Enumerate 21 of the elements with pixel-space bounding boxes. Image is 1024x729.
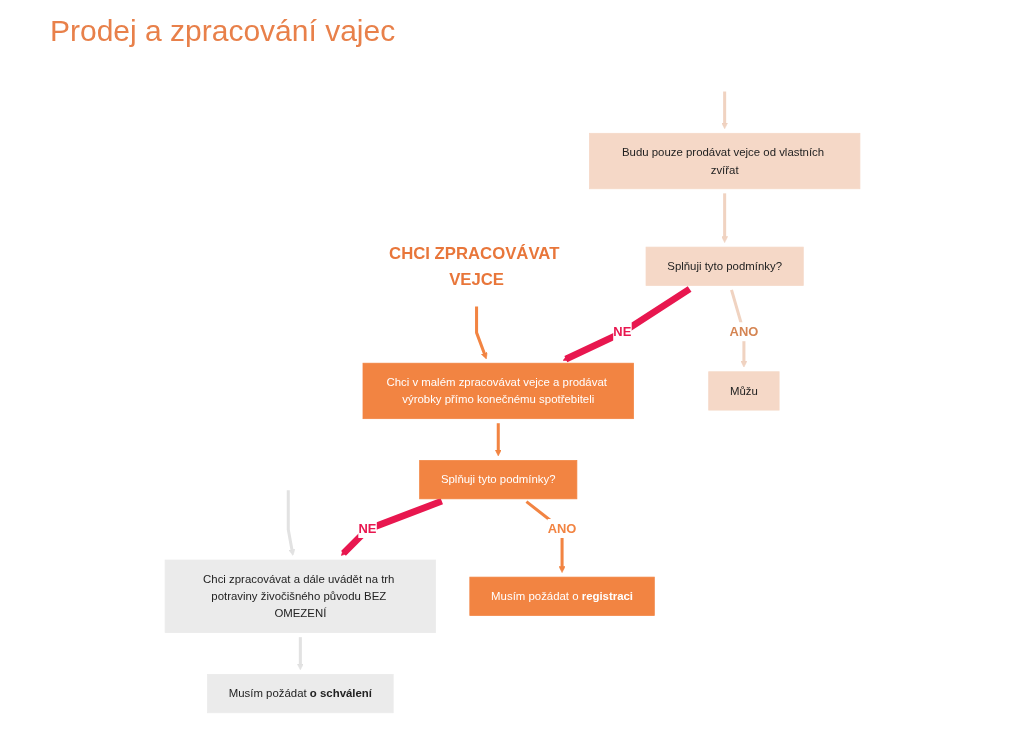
arrow: [720, 91, 728, 130]
result-box: Musím požádat o registraci: [468, 576, 655, 616]
arrow: [720, 193, 728, 243]
process-box: Chci v malém zpracovávat vejce a prodávat výrobky přímo konečnému spotřebiteli: [362, 362, 634, 420]
question-box: Splňuji tyto podmínky?: [645, 246, 804, 286]
edge-label: ANO: [547, 518, 576, 539]
arrow: [562, 286, 691, 363]
arrow: [494, 423, 502, 457]
arrow: [340, 497, 443, 556]
result-box: Můžu: [707, 371, 779, 411]
result-box: Musím požádat o schválení: [206, 674, 394, 714]
edge-label: ANO: [729, 321, 758, 342]
arrow: [286, 490, 295, 556]
edge-label: NE: [612, 321, 631, 342]
process-box: Chci zpracovávat a dále uvádět na trh potraviny živočišného původu BEZ OMEZENÍ: [164, 559, 436, 633]
arrow: [474, 306, 487, 360]
process-box: Budu pouze prodávat vejce od vlastních zvířat: [588, 132, 860, 190]
question-box: Splňuji tyto podmínky?: [418, 460, 577, 500]
heading-text: CHCI ZPRACOVÁVAT VEJCE: [388, 244, 559, 289]
arrow: [296, 637, 304, 671]
title: Prodej a zpracování vajec: [50, 14, 396, 48]
